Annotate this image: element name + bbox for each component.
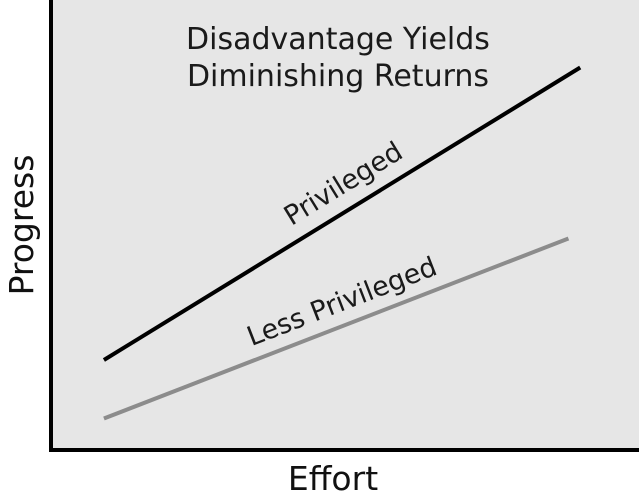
- chart-title-line-2: Diminishing Returns: [187, 59, 489, 94]
- x-axis-label: Effort: [288, 459, 378, 498]
- chart-title-line-1: Disadvantage Yields: [186, 22, 490, 57]
- series-line-privileged: [102, 65, 582, 362]
- y-axis-label: Progress: [2, 155, 41, 296]
- series-line-less-privileged: [103, 236, 570, 421]
- plot-background: [51, 0, 639, 450]
